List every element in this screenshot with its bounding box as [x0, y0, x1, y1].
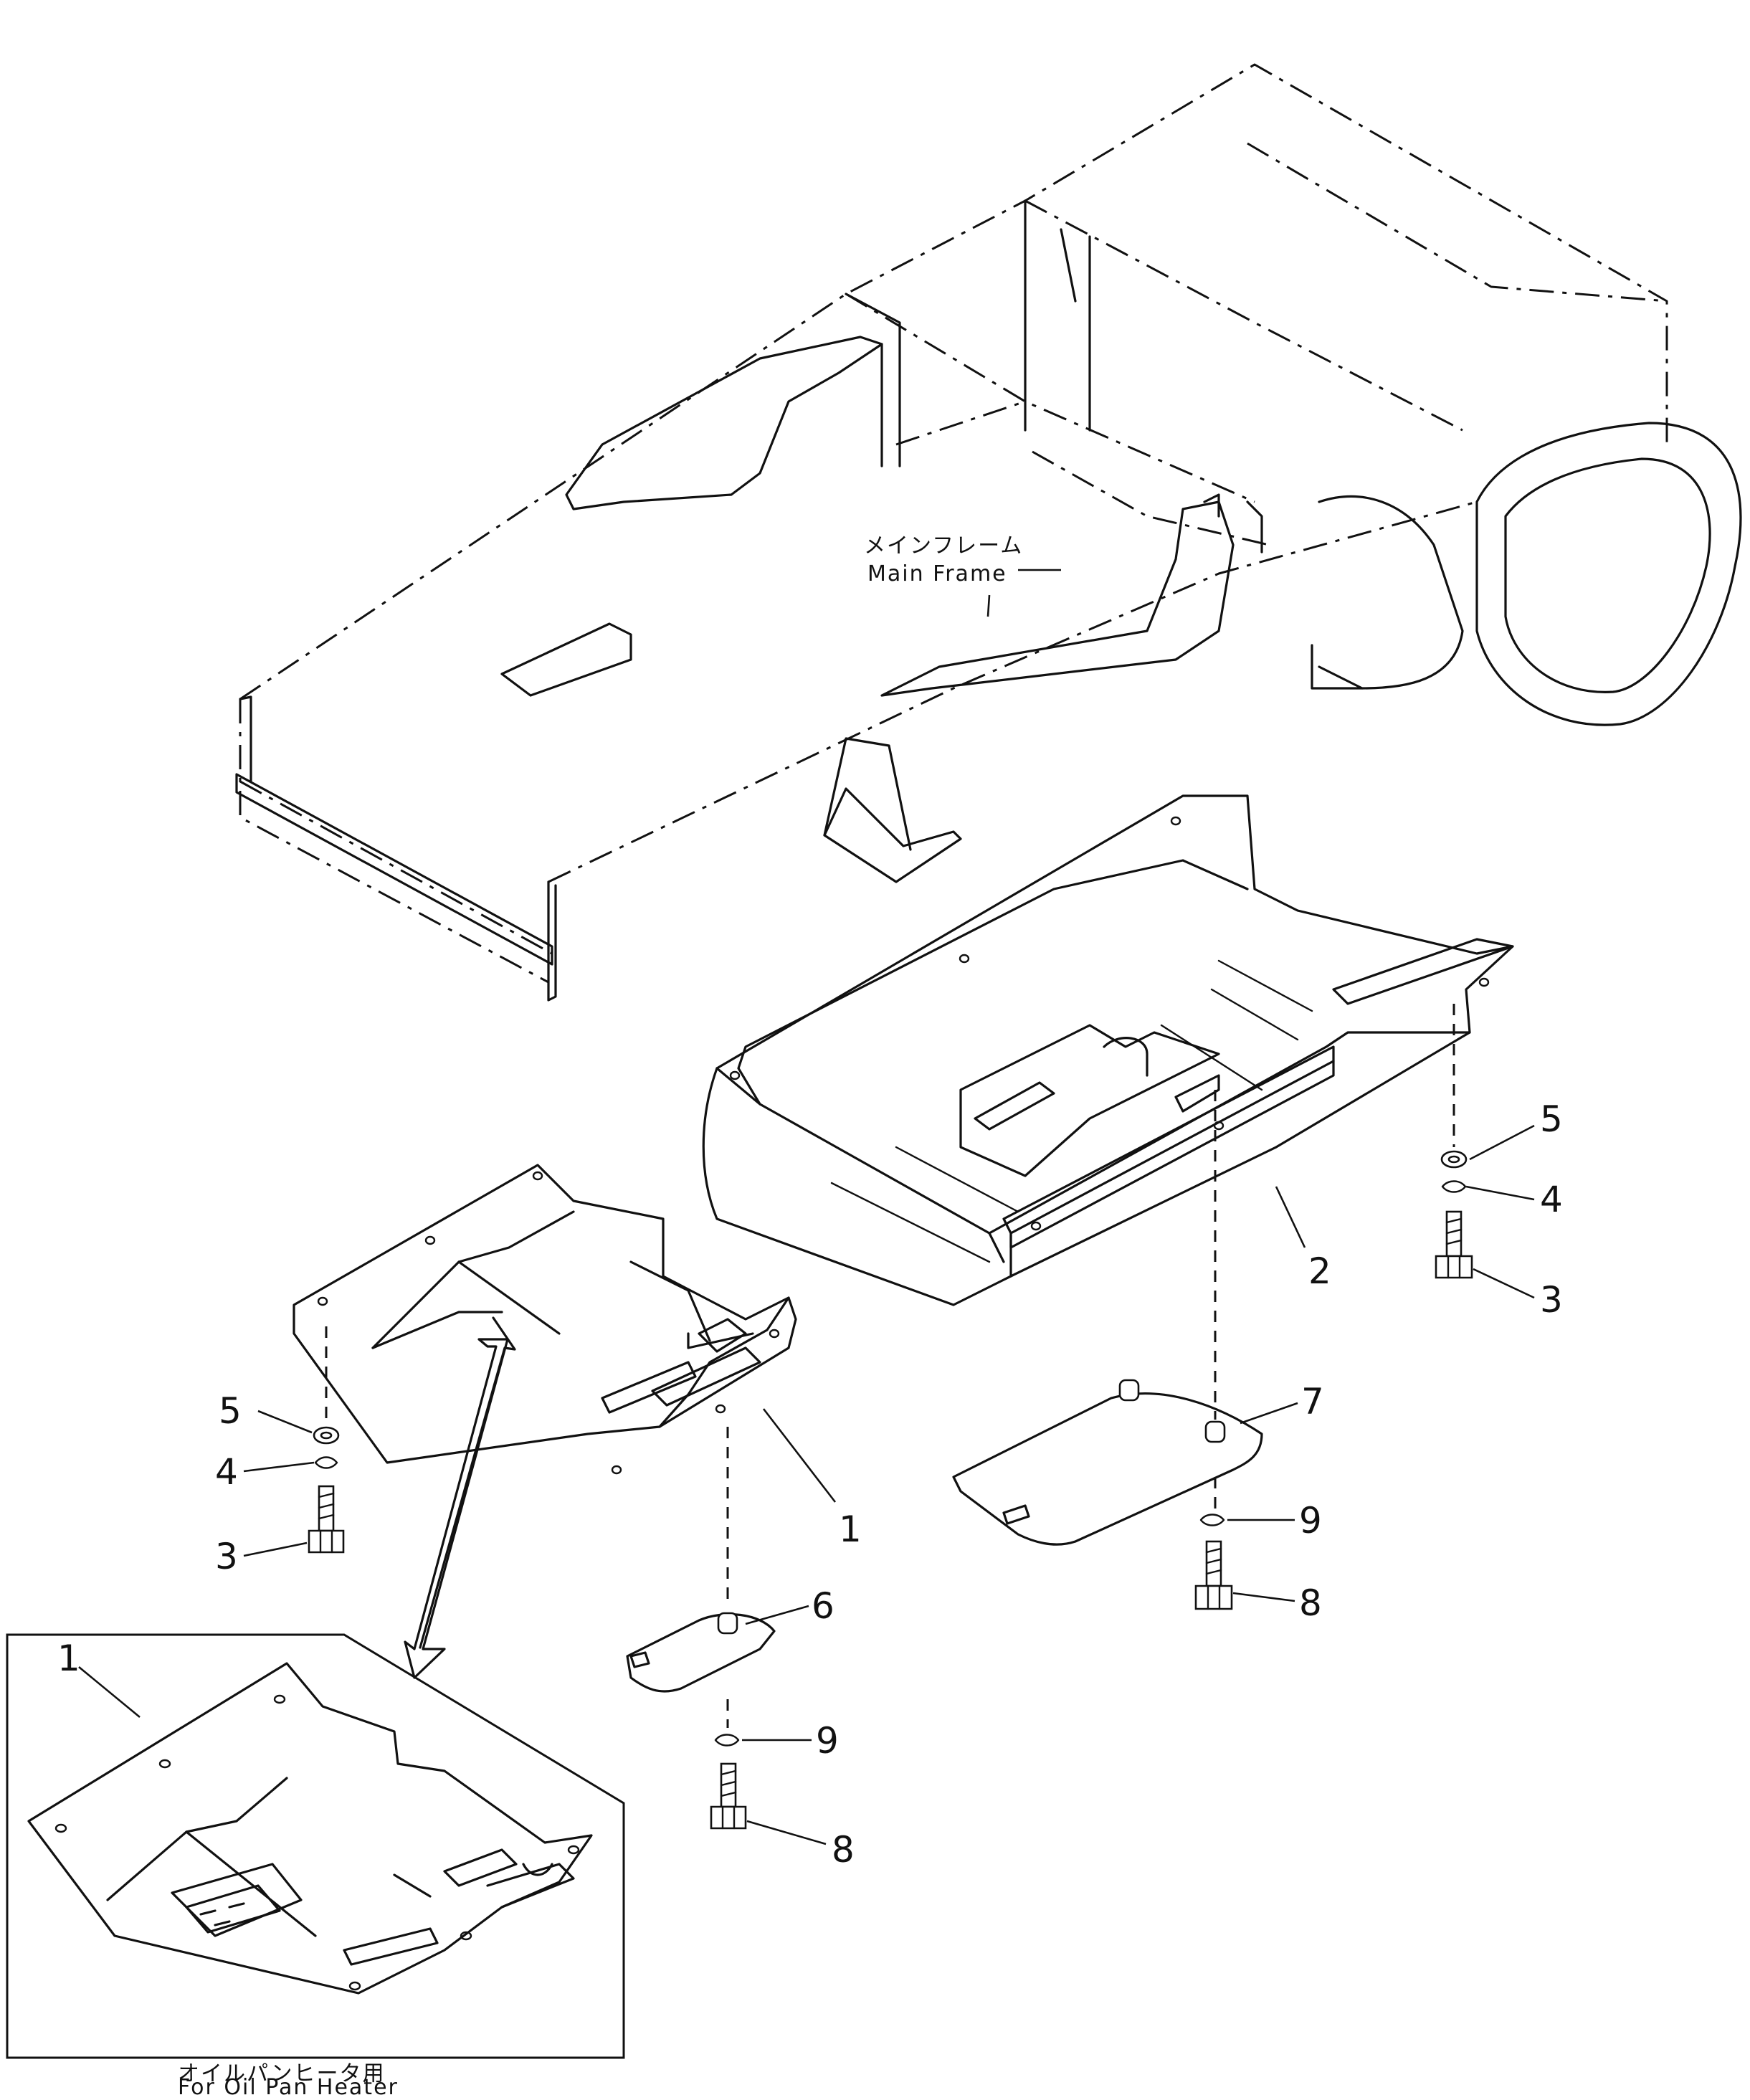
main-frame-leader: [986, 569, 1061, 617]
callout-8-right: 8: [1299, 1582, 1322, 1624]
callout-5-left: 5: [219, 1390, 242, 1432]
inset-caption-en: For Oil Pan Heater: [178, 2075, 399, 2100]
callout-4-left: 4: [215, 1451, 238, 1493]
inset-caption-jp: オイルパンヒータ用: [178, 2061, 386, 2086]
callout-4-right: 4: [1540, 1179, 1563, 1220]
callout-7: 7: [1301, 1381, 1324, 1422]
cover-plate-part-7: [952, 1379, 1263, 1546]
double-arrow: [404, 1316, 516, 1679]
callout-leaders: [78, 1124, 1535, 1845]
hardware-lower-right-stack: [1194, 1514, 1233, 1610]
main-frame-drawing: [235, 63, 1742, 1002]
callout-9-right: 9: [1299, 1500, 1322, 1541]
callout-3-left: 3: [215, 1536, 238, 1577]
callout-1: 1: [839, 1509, 862, 1550]
under-cover-part-2: [702, 794, 1514, 1306]
callout-3-right: 3: [1540, 1279, 1563, 1321]
main-frame-label-jp: メインフレーム: [864, 533, 1023, 559]
main-frame-label-en: Main Frame: [867, 561, 1007, 586]
callout-8-mid: 8: [832, 1829, 855, 1871]
hardware-mid-stack: [710, 1734, 747, 1830]
assembly-lines: [325, 1004, 1455, 1728]
callout-5-right: 5: [1540, 1098, 1563, 1140]
cover-part-1: [293, 1164, 797, 1475]
hardware-left-stack: [308, 1426, 345, 1554]
callout-2: 2: [1308, 1250, 1331, 1292]
cover-plate-part-6: [626, 1612, 776, 1693]
inset-box: [6, 1633, 625, 2059]
callout-9-mid: 9: [816, 1720, 839, 1762]
callout-1-inset: 1: [57, 1638, 80, 1679]
callout-6: 6: [812, 1585, 834, 1627]
hardware-right-stack: [1435, 1150, 1473, 1279]
